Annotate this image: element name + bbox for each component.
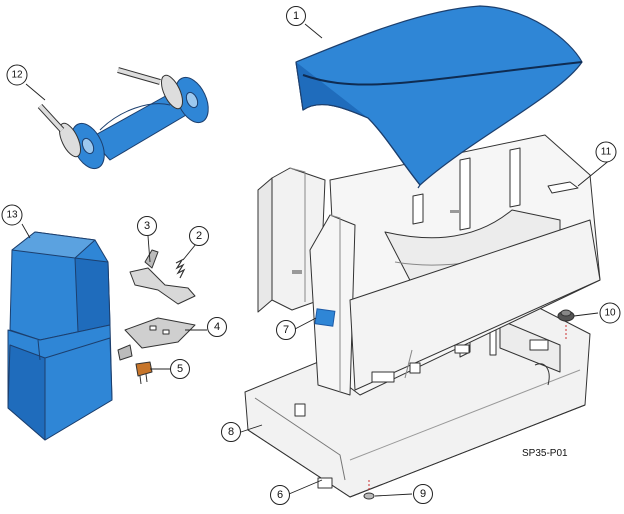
svg-text:10: 10 bbox=[604, 308, 616, 319]
svg-text:8: 8 bbox=[228, 426, 234, 438]
sensor-part bbox=[135, 361, 153, 385]
svg-text:5: 5 bbox=[177, 363, 183, 375]
svg-text:1: 1 bbox=[293, 10, 299, 22]
callout-10: 10 bbox=[599, 302, 621, 324]
ribbon-spindle bbox=[37, 67, 209, 170]
svg-text:4: 4 bbox=[214, 321, 220, 333]
screw-9 bbox=[363, 480, 375, 500]
callout-3: 3 bbox=[137, 216, 157, 236]
callout-7: 7 bbox=[276, 320, 296, 340]
callout-6: 6 bbox=[270, 485, 290, 505]
printer-frame bbox=[257, 134, 601, 396]
latch-lever bbox=[129, 249, 196, 305]
callout-2: 2 bbox=[189, 226, 209, 246]
svg-text:7: 7 bbox=[283, 324, 289, 336]
svg-text:11: 11 bbox=[601, 147, 612, 158]
callout-13: 13 bbox=[1, 204, 23, 226]
ribbon-cartridge bbox=[7, 231, 113, 441]
svg-text:9: 9 bbox=[420, 488, 426, 500]
top-cover bbox=[295, 5, 583, 189]
svg-text:6: 6 bbox=[277, 489, 283, 501]
mounting-plate bbox=[117, 317, 196, 361]
callout-8: 8 bbox=[221, 422, 241, 442]
svg-text:13: 13 bbox=[6, 210, 18, 221]
callout-12: 12 bbox=[6, 64, 28, 86]
leader-lines bbox=[21, 23, 612, 497]
callout-9: 9 bbox=[413, 484, 433, 504]
latch-spring bbox=[175, 258, 186, 279]
front-panel-label bbox=[314, 308, 336, 327]
svg-text:3: 3 bbox=[144, 220, 150, 232]
svg-text:12: 12 bbox=[11, 70, 23, 81]
drawing-code: SP35-P01 bbox=[522, 448, 568, 459]
callout-11: 11 bbox=[595, 141, 617, 163]
callout-4: 4 bbox=[207, 317, 227, 337]
callout-5: 5 bbox=[170, 359, 190, 379]
svg-text:2: 2 bbox=[196, 230, 202, 242]
callout-1: 1 bbox=[286, 6, 306, 26]
